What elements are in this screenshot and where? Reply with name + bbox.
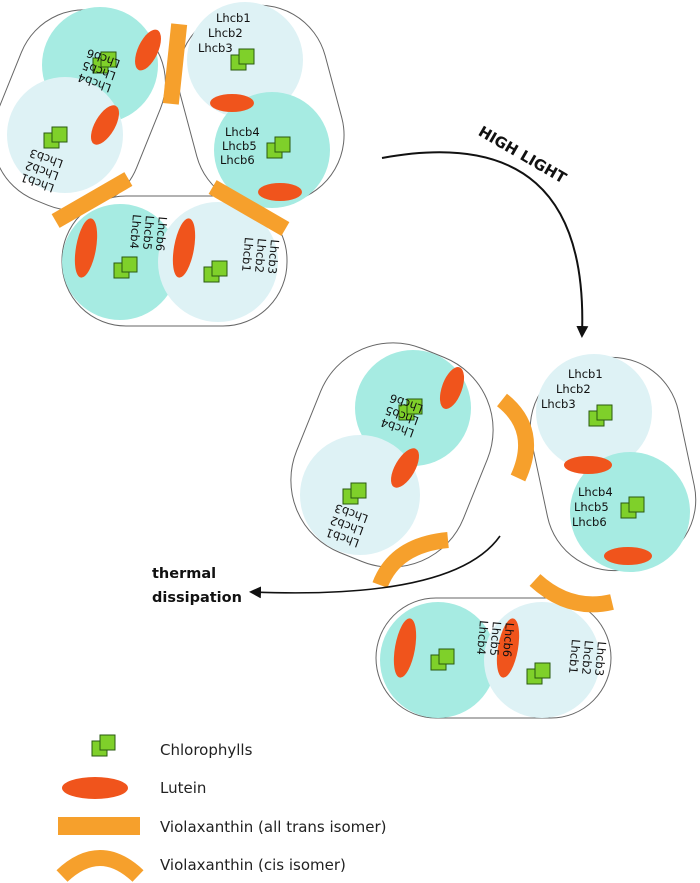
label-lhcb1: Lhcb1 xyxy=(239,237,256,273)
lhc-pair-bottom-left: Lhcb4 Lhcb5 Lhcb6 Lhcb1 Lhcb2 Lhcb3 xyxy=(290,342,494,568)
high-light-arrow: HIGH LIGHT xyxy=(381,122,589,338)
label-lhcb2: Lhcb2 xyxy=(579,640,596,676)
label-lhcb1: Lhcb1 xyxy=(568,367,603,381)
legend-violaxanthin-cis-icon xyxy=(56,850,144,883)
label-lhcb5: Lhcb5 xyxy=(140,215,157,251)
thermal-dissipation-arrow: thermal dissipation xyxy=(152,535,501,606)
trimer-bottom: Lhcb4 Lhcb5 Lhcb6 Lhcb1 Lhcb2 Lhcb3 Lhcb… xyxy=(290,342,697,719)
lhc-pair-top-left: Lhcb4 Lhcb5 Lhcb6 Lhcb1 Lhcb2 Lhcb3 xyxy=(0,7,166,211)
label-lhcb1: Lhcb1 xyxy=(566,639,583,675)
legend-violax-cis: Violaxanthin (cis isomer) xyxy=(160,856,346,874)
label-lhcb4: Lhcb4 xyxy=(225,125,260,139)
legend-violax-trans: Violaxanthin (all trans isomer) xyxy=(160,818,387,836)
label-lhcb5: Lhcb5 xyxy=(487,621,504,657)
label-lhcb4: Lhcb4 xyxy=(474,620,491,656)
legend-chlorophyll-icon xyxy=(91,734,116,757)
lhc-pair-bottom-right: Lhcb1 Lhcb2 Lhcb3 Lhcb4 Lhcb5 Lhcb6 xyxy=(529,354,697,572)
label-lhcb4: Lhcb4 xyxy=(127,214,144,250)
label-lhcb5: Lhcb5 xyxy=(574,500,609,514)
violaxanthin-trans-bar xyxy=(162,23,188,105)
label-lhcb6: Lhcb6 xyxy=(220,153,255,167)
violaxanthin-cis-arc xyxy=(372,532,449,589)
label-lhcb3: Lhcb3 xyxy=(592,641,609,677)
lhc-pair-bottom-bottom: Lhcb4 Lhcb5 Lhcb6 Lhcb1 Lhcb2 Lhcb3 xyxy=(375,597,612,719)
label-lhcb2: Lhcb2 xyxy=(252,238,269,274)
violaxanthin-trans-bar xyxy=(51,172,133,228)
label-lhcb3: Lhcb3 xyxy=(198,41,233,55)
trimer-top: Lhcb4 Lhcb5 Lhcb6 Lhcb1 Lhcb2 Lhcb3 Lhcb… xyxy=(0,2,345,327)
label-lhcb6: Lhcb6 xyxy=(572,515,607,529)
legend-lutein: Lutein xyxy=(160,779,206,797)
violaxanthin-cis-arc xyxy=(529,573,614,613)
legend-violaxanthin-trans-icon xyxy=(58,817,140,835)
label-lhcb6: Lhcb6 xyxy=(500,622,517,658)
label-lhcb3: Lhcb3 xyxy=(541,397,576,411)
legend-lutein-icon xyxy=(62,777,128,799)
violaxanthin-cis-arc xyxy=(496,393,534,482)
thermal-label-line2: dissipation xyxy=(152,590,242,606)
violaxanthin-trans-bar xyxy=(208,180,290,236)
legend: Chlorophylls Lutein Violaxanthin (all tr… xyxy=(56,734,387,883)
label-lhcb1: Lhcb1 xyxy=(216,11,251,25)
lhc-pair-top-right: Lhcb1 Lhcb2 Lhcb3 Lhcb4 Lhcb5 Lhcb6 xyxy=(177,2,345,208)
lhc-pair-top-bottom: Lhcb4 Lhcb5 Lhcb6 Lhcb1 Lhcb2 Lhcb3 xyxy=(61,195,288,327)
label-lhcb3: Lhcb3 xyxy=(265,239,282,275)
label-lhcb6: Lhcb6 xyxy=(153,216,170,252)
label-lhcb2: Lhcb2 xyxy=(556,382,591,396)
label-lhcb4: Lhcb4 xyxy=(578,485,613,499)
high-light-label: HIGH LIGHT xyxy=(475,122,570,187)
thermal-label-line1: thermal xyxy=(152,566,216,582)
label-lhcb5: Lhcb5 xyxy=(222,139,257,153)
legend-chlorophylls: Chlorophylls xyxy=(160,741,253,759)
label-lhcb2: Lhcb2 xyxy=(208,26,243,40)
